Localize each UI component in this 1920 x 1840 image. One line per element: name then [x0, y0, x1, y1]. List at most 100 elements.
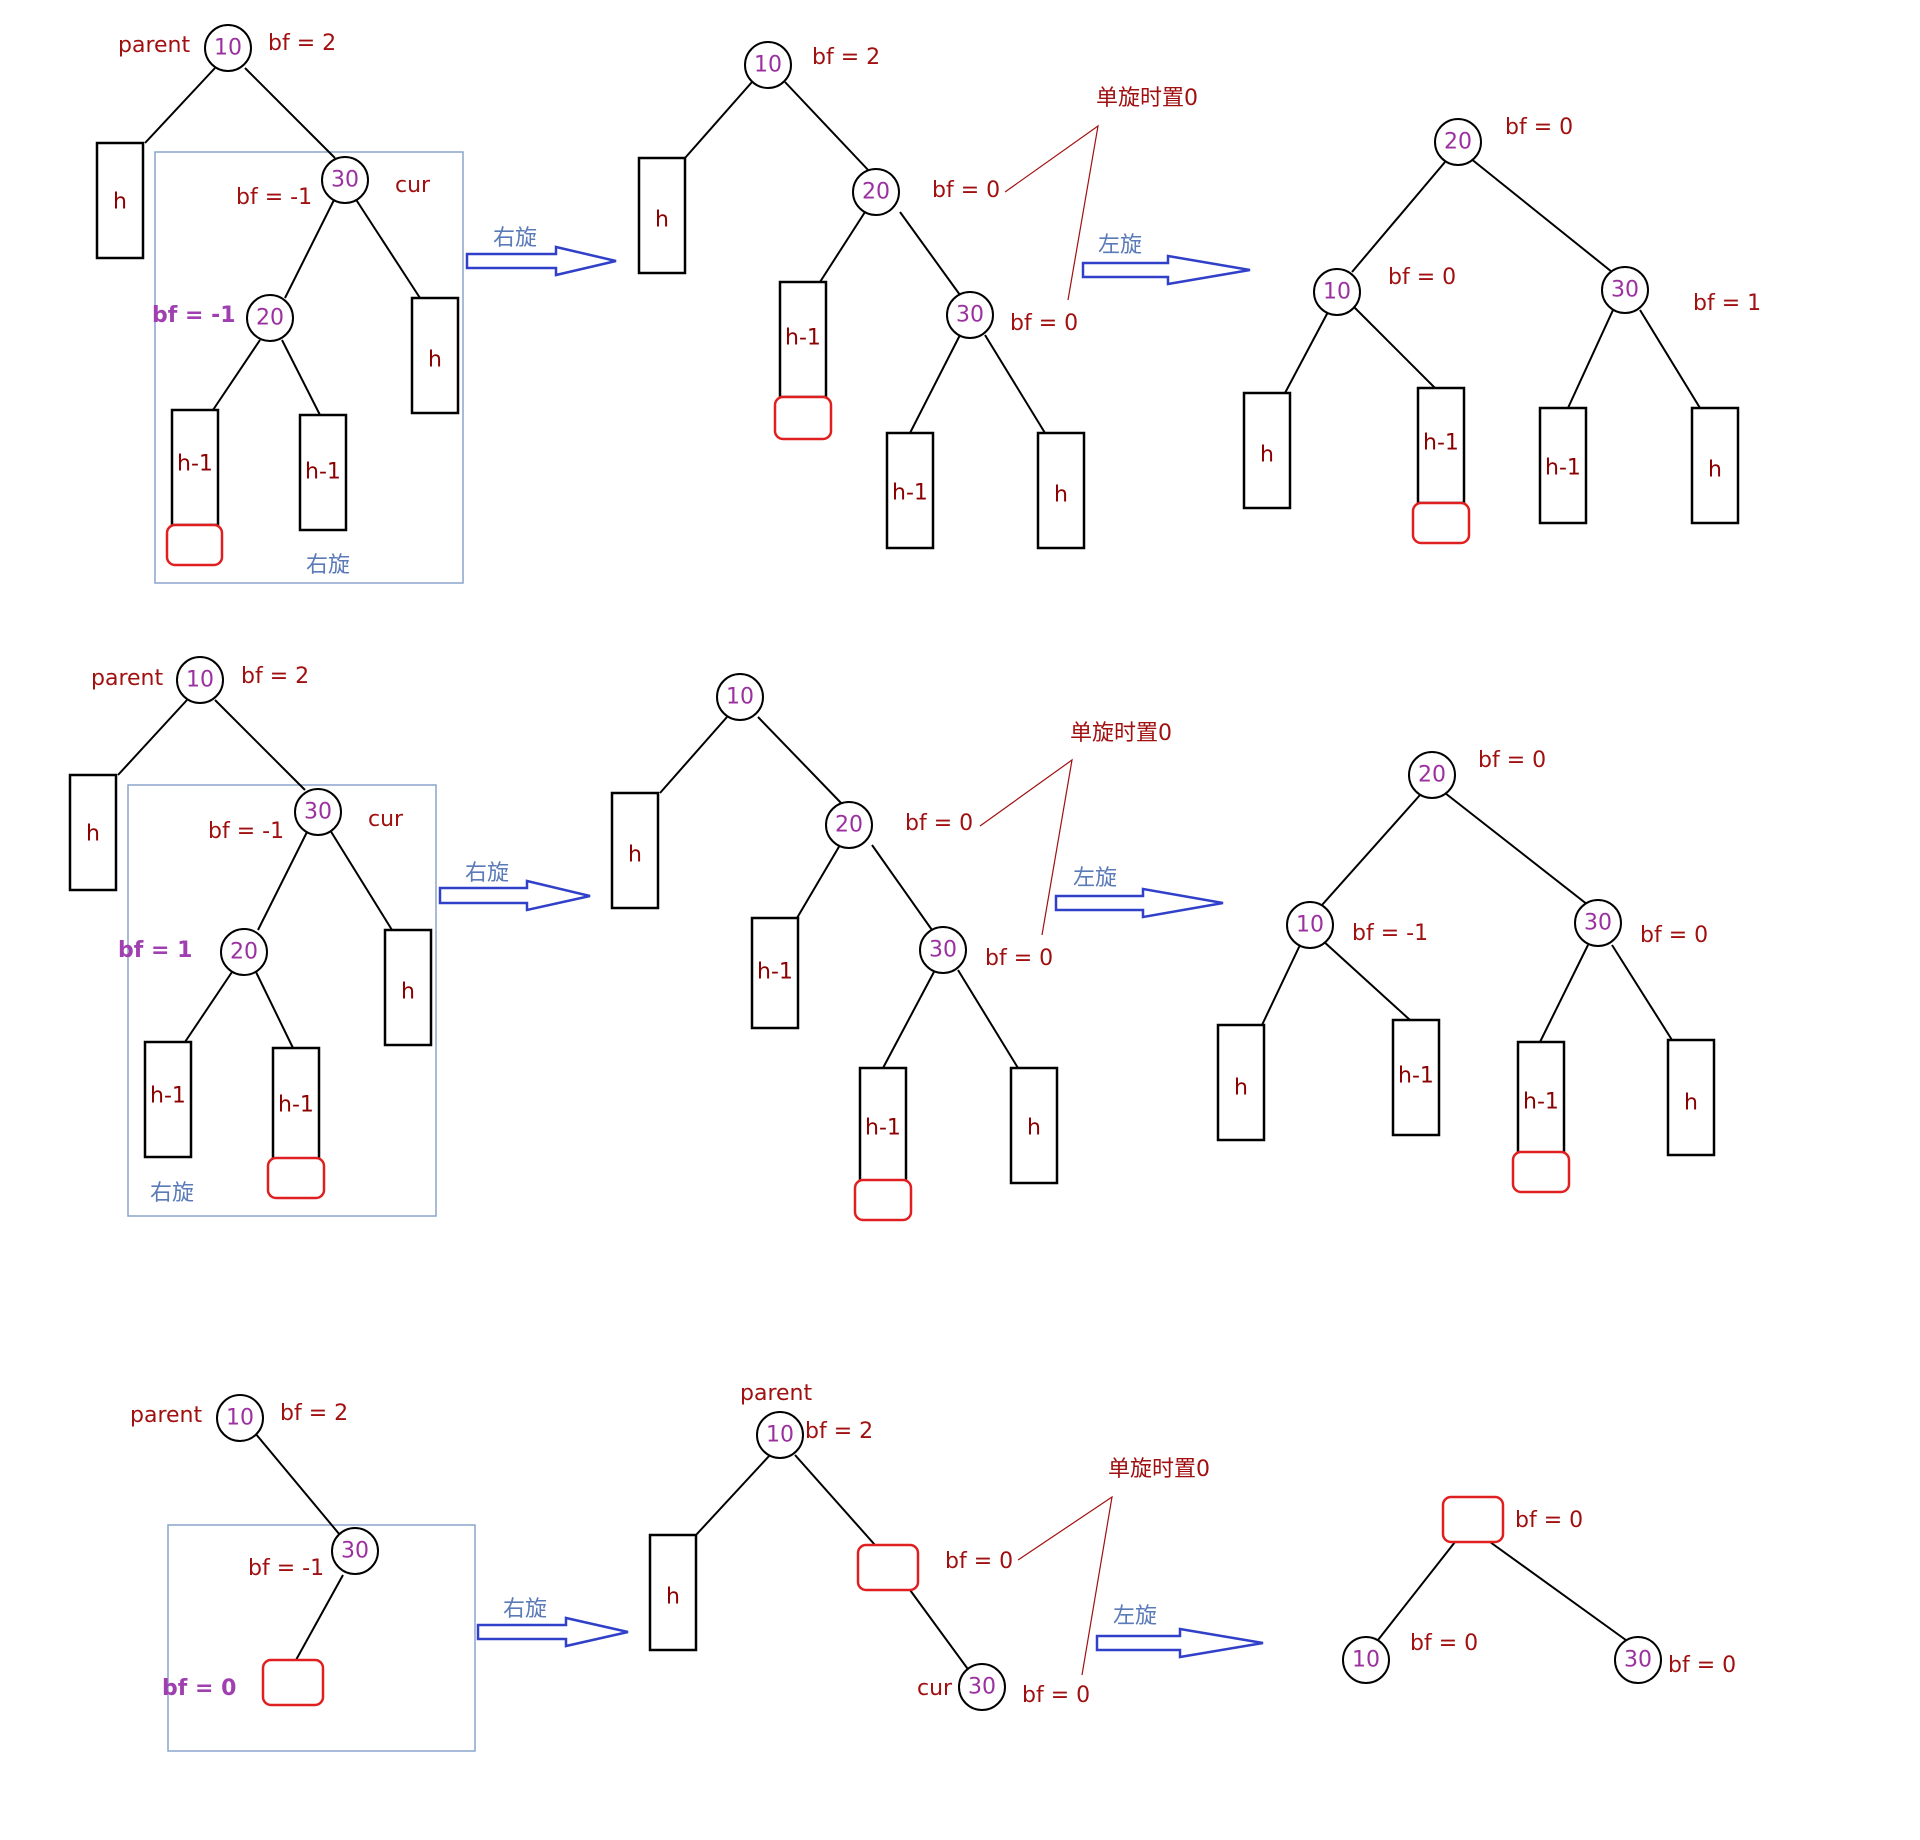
- edge: [909, 334, 961, 434]
- balance-factor-label: bf = -1: [236, 185, 312, 210]
- arrow-shape: [476, 1616, 629, 1648]
- tree-node: [1408, 751, 1456, 799]
- edge: [1469, 157, 1613, 273]
- subtree-label: h: [1054, 483, 1068, 508]
- edge: [281, 339, 321, 416]
- edge: [295, 1574, 344, 1661]
- subtree-box: [637, 156, 687, 275]
- subtree-label: h: [1684, 1091, 1698, 1116]
- subtree-box: [170, 408, 220, 527]
- arrow-caption: 左旋: [1098, 233, 1142, 258]
- node-value: 30: [1611, 278, 1639, 303]
- subtree-label: h: [428, 348, 442, 373]
- rotation-group-box: [167, 1524, 476, 1752]
- edge: [684, 81, 753, 159]
- case-2: h h h-1 h-1 10 30 20 parent bf = 2 bf = …: [68, 656, 1716, 1222]
- case-2-before: h h h-1 h-1 10 30 20 parent bf = 2 bf = …: [68, 656, 437, 1217]
- balance-factor-label: bf = -1: [208, 819, 284, 844]
- transition-arrow: 右旋: [476, 1597, 629, 1648]
- tree-node: [1286, 901, 1334, 949]
- balance-factor-label: bf = 0: [1010, 311, 1078, 336]
- edge: [214, 699, 306, 791]
- note-text: 单旋时置0: [1070, 721, 1172, 746]
- subtree-box: [610, 791, 660, 910]
- arrow-caption: 左旋: [1073, 866, 1117, 891]
- arrow-caption: 右旋: [465, 861, 509, 886]
- edge: [184, 971, 233, 1043]
- balance-factor-label: bf = 1: [1693, 291, 1761, 316]
- case-2-after-left: h h-1 h-1 h 20 10 30 bf = 0 bf = -1 bf =…: [1216, 748, 1716, 1194]
- subtree-label: h-1: [1523, 1090, 1559, 1115]
- edge: [1261, 944, 1301, 1026]
- note-pointer: [1017, 1495, 1113, 1676]
- group-caption: 右旋: [150, 1181, 194, 1206]
- tree-node: [946, 291, 994, 339]
- subtree-label: h: [86, 822, 100, 847]
- parent-label: parent: [91, 666, 163, 691]
- node-value: 30: [331, 168, 359, 193]
- edge: [1351, 161, 1446, 273]
- node-value: 10: [754, 53, 782, 78]
- note-text: 单旋时置0: [1096, 86, 1198, 111]
- subtree-box: [1391, 1018, 1441, 1137]
- edge: [882, 969, 936, 1069]
- node-value: 30: [1584, 911, 1612, 936]
- edge: [1539, 944, 1589, 1043]
- case-3-after-left: 10 30 bf = 0 bf = 0 bf = 0: [1342, 1495, 1736, 1684]
- edge: [144, 67, 216, 144]
- balance-factor-label: bf = -1: [1352, 921, 1428, 946]
- edge: [1611, 944, 1673, 1041]
- subtree-box: [1009, 1066, 1059, 1185]
- subtree-label: h: [113, 190, 127, 215]
- subtree-box: [298, 413, 348, 532]
- transition-arrow: 右旋: [465, 226, 617, 277]
- new-node-highlight: [266, 1156, 326, 1200]
- subtree-label: h: [655, 208, 669, 233]
- new-node-highlight: [853, 1178, 913, 1222]
- node-value: 30: [304, 800, 332, 825]
- edge: [329, 829, 393, 931]
- transition-arrow: 左旋: [1054, 866, 1224, 919]
- tree-node: [716, 673, 764, 721]
- node-value: 20: [1418, 763, 1446, 788]
- node-value: 30: [929, 938, 957, 963]
- arrow-shape: [465, 245, 617, 277]
- tree-node: [756, 1411, 804, 1459]
- edge: [757, 716, 844, 806]
- node-value: 30: [968, 1675, 996, 1700]
- subtree-label: h: [1234, 1076, 1248, 1101]
- subtree-box: [271, 1046, 321, 1165]
- note-pointer: [1004, 124, 1099, 301]
- tree-node: [220, 928, 268, 976]
- subtree-box: [750, 916, 800, 1030]
- node-value: 10: [226, 1406, 254, 1431]
- rotation-group-box: [127, 784, 437, 1217]
- subtree-box: [68, 773, 118, 892]
- node-value: 20: [862, 180, 890, 205]
- subtree-box: [1416, 386, 1466, 505]
- balance-factor-label: bf = 0: [1668, 1653, 1736, 1678]
- subtree-label: h-1: [757, 960, 793, 985]
- arrow-caption: 左旋: [1113, 1604, 1157, 1629]
- node-value: 20: [256, 306, 284, 331]
- edge: [957, 969, 1019, 1069]
- subtree-box: [1690, 406, 1740, 525]
- edge: [659, 716, 728, 794]
- subtree-label: h-1: [305, 460, 341, 485]
- tree-node: [1434, 118, 1482, 166]
- case-3-after-right: h 10 30 parent bf = 2 bf = 0 cur bf = 0 …: [648, 1381, 1210, 1711]
- tree-node: [1342, 1636, 1390, 1684]
- subtree-label: h-1: [1423, 431, 1459, 456]
- tree-node: [294, 788, 342, 836]
- tree-node: [744, 41, 792, 89]
- transition-arrow: 左旋: [1081, 233, 1251, 286]
- balance-factor-label: bf = 0: [932, 178, 1000, 203]
- balance-factor-label: bf = 0: [1505, 115, 1573, 140]
- balance-factor-label: bf = 2: [268, 31, 336, 56]
- tree-node: [321, 156, 369, 204]
- note-pointer: [979, 758, 1073, 936]
- node-value: 20: [835, 813, 863, 838]
- subtree-box: [1216, 1023, 1266, 1142]
- new-node-highlight: [856, 1543, 920, 1592]
- edge: [984, 334, 1046, 434]
